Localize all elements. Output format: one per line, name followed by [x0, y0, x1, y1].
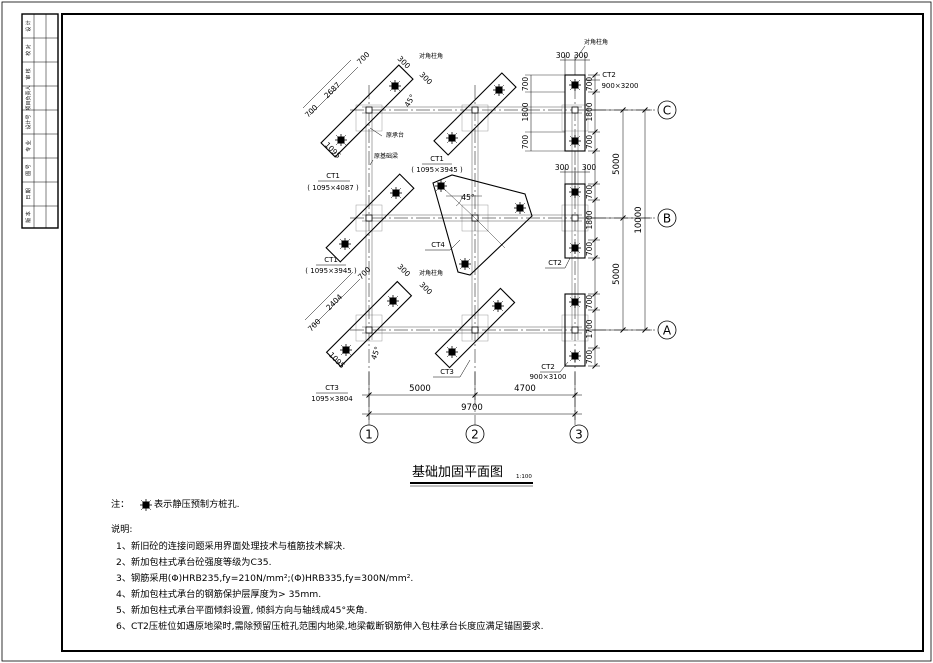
- label: CT2: [602, 71, 616, 79]
- dim-text: 5000: [409, 384, 431, 394]
- notes-heading: 说明:: [111, 524, 133, 535]
- dim-text: 700: [521, 77, 530, 92]
- dim-text: 700: [306, 317, 323, 334]
- dim-text: 700: [585, 135, 594, 150]
- dim-text: 300: [396, 262, 413, 279]
- tb-cell: 设计号: [25, 114, 32, 129]
- axis-label-c: C: [663, 104, 671, 118]
- label: CT3: [325, 384, 339, 392]
- tb-cell: 设 计: [25, 20, 32, 32]
- label: CT2: [548, 259, 562, 267]
- label: 900×3200: [601, 82, 638, 90]
- axis-label-1: 1: [365, 428, 373, 442]
- dim-text: 300: [582, 163, 597, 172]
- cap-ct3-left: [304, 271, 413, 368]
- dim-text: 700: [585, 295, 594, 310]
- label: CT2: [541, 363, 555, 371]
- label: CT3: [440, 368, 454, 376]
- note-item: 4、新加包柱式承台的钢筋保护层厚度为> 35mm.: [116, 589, 322, 600]
- dim-text: 45°: [369, 345, 382, 361]
- label: 对角柱角: [419, 269, 443, 277]
- dim-text: 700: [356, 265, 373, 282]
- cap-ct1-top: [302, 59, 414, 158]
- cap-ct4: [432, 174, 533, 276]
- dim-text: 300: [396, 54, 413, 71]
- title-block: 设 计 校 对 审 核 项目负责人 设计号 专 业 图 号 日 期 版 本: [21, 13, 59, 229]
- dim-text: 700: [521, 135, 530, 150]
- legend-text: 表示静压预制方桩孔.: [154, 499, 240, 510]
- label: CT1: [430, 155, 444, 163]
- axis-label-a: A: [663, 324, 672, 338]
- original-beams: [362, 106, 582, 340]
- drawing-title: 基础加固平面图 1:100: [410, 465, 533, 487]
- label: ( 1095×3945 ): [411, 166, 463, 174]
- dim-text: 1800: [585, 210, 594, 229]
- note-item: 2、新加包柱式承台砼强度等级为C35.: [116, 557, 272, 568]
- ct2-top-width-dims: [560, 45, 590, 184]
- cap-ct3-center: [434, 287, 516, 369]
- dim-text: 700: [585, 185, 594, 200]
- label: ( 1095×3945 ): [305, 267, 357, 275]
- label-leaders: [316, 79, 600, 394]
- tb-cell: 日 期: [26, 188, 32, 200]
- axis-bubbles: [359, 100, 677, 444]
- dim-text: 700: [585, 350, 594, 365]
- tb-cell: 审 核: [25, 68, 32, 80]
- right-dimensions: [585, 74, 652, 367]
- dim-text: 1800: [585, 102, 594, 121]
- tb-cell: 图 号: [26, 164, 32, 176]
- dim-text: 10000: [634, 206, 644, 233]
- axis-label-2: 2: [471, 428, 479, 442]
- label: 1095×3804: [311, 395, 353, 403]
- tb-cell: 项目负责人: [25, 85, 32, 110]
- label: 原基础梁: [374, 152, 398, 160]
- note-item: 3、钢筋采用(Φ)HRB235,fy=210N/mm²;(Φ)HRB335,fy…: [116, 573, 414, 584]
- note-item: 1、新旧砼的连接问题采用界面处理技术与植筋技术解决.: [116, 541, 346, 552]
- drawing-title-text: 基础加固平面图: [412, 465, 503, 480]
- dim-text: 2404: [324, 292, 344, 312]
- dim-text: 300: [556, 51, 571, 60]
- dim-text: 45°: [461, 193, 475, 202]
- dim-text: 300: [555, 163, 570, 172]
- dim-text: 700: [585, 242, 594, 257]
- label: CT1: [326, 172, 340, 180]
- legend-pile-icon: [139, 498, 153, 512]
- label: 对角柱角: [584, 38, 608, 46]
- tb-cell: 校 对: [25, 44, 32, 56]
- axis-label-b: B: [663, 212, 671, 226]
- label: CT1: [324, 256, 338, 264]
- dim-text: 2687: [322, 80, 342, 100]
- dim-text: 300: [418, 280, 435, 297]
- label: CT4: [431, 241, 445, 249]
- note-item: 5、新加包柱式承台平面倾斜设置, 倾斜方向与轴线成45°夹角.: [116, 605, 368, 616]
- dim-text: 5000: [612, 263, 622, 285]
- cap-ct1-center: [433, 72, 517, 156]
- dim-text: 1700: [585, 319, 594, 338]
- dim-text: 45°: [403, 93, 418, 109]
- dim-text: 700: [355, 50, 372, 67]
- dim-text: 4700: [514, 384, 536, 394]
- dim-text: 300: [574, 51, 589, 60]
- tb-cell: 专 业: [25, 140, 32, 152]
- tb-cell: 版 本: [25, 211, 32, 223]
- label: 对角柱角: [419, 52, 443, 60]
- drawing-scale: 1:100: [516, 474, 532, 480]
- dim-text: 1800: [521, 102, 530, 121]
- dim-text: 700: [585, 77, 594, 92]
- dim-text: 5000: [612, 153, 622, 175]
- note-item: 6、CT2压桩位如遇原地梁时,需除预留压桩孔范围内地梁,地梁截断钢筋伸入包柱承台…: [116, 621, 544, 632]
- axis-label-3: 3: [575, 428, 583, 442]
- dim-text: 300: [418, 70, 435, 87]
- cap-ct1-left: [325, 173, 415, 263]
- dim-text: 9700: [461, 403, 483, 413]
- label: ( 1095×4087 ): [307, 184, 359, 192]
- label: 900×3100: [529, 373, 566, 381]
- legend-prefix: 注：: [111, 499, 130, 510]
- label: 原承台: [386, 131, 404, 139]
